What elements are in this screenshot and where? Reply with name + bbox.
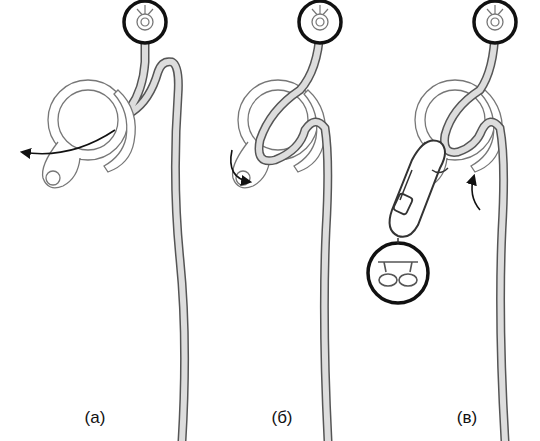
panel-label: (а): [85, 408, 106, 428]
panel-label: (в): [457, 408, 477, 428]
panel-label: (б): [271, 408, 292, 428]
